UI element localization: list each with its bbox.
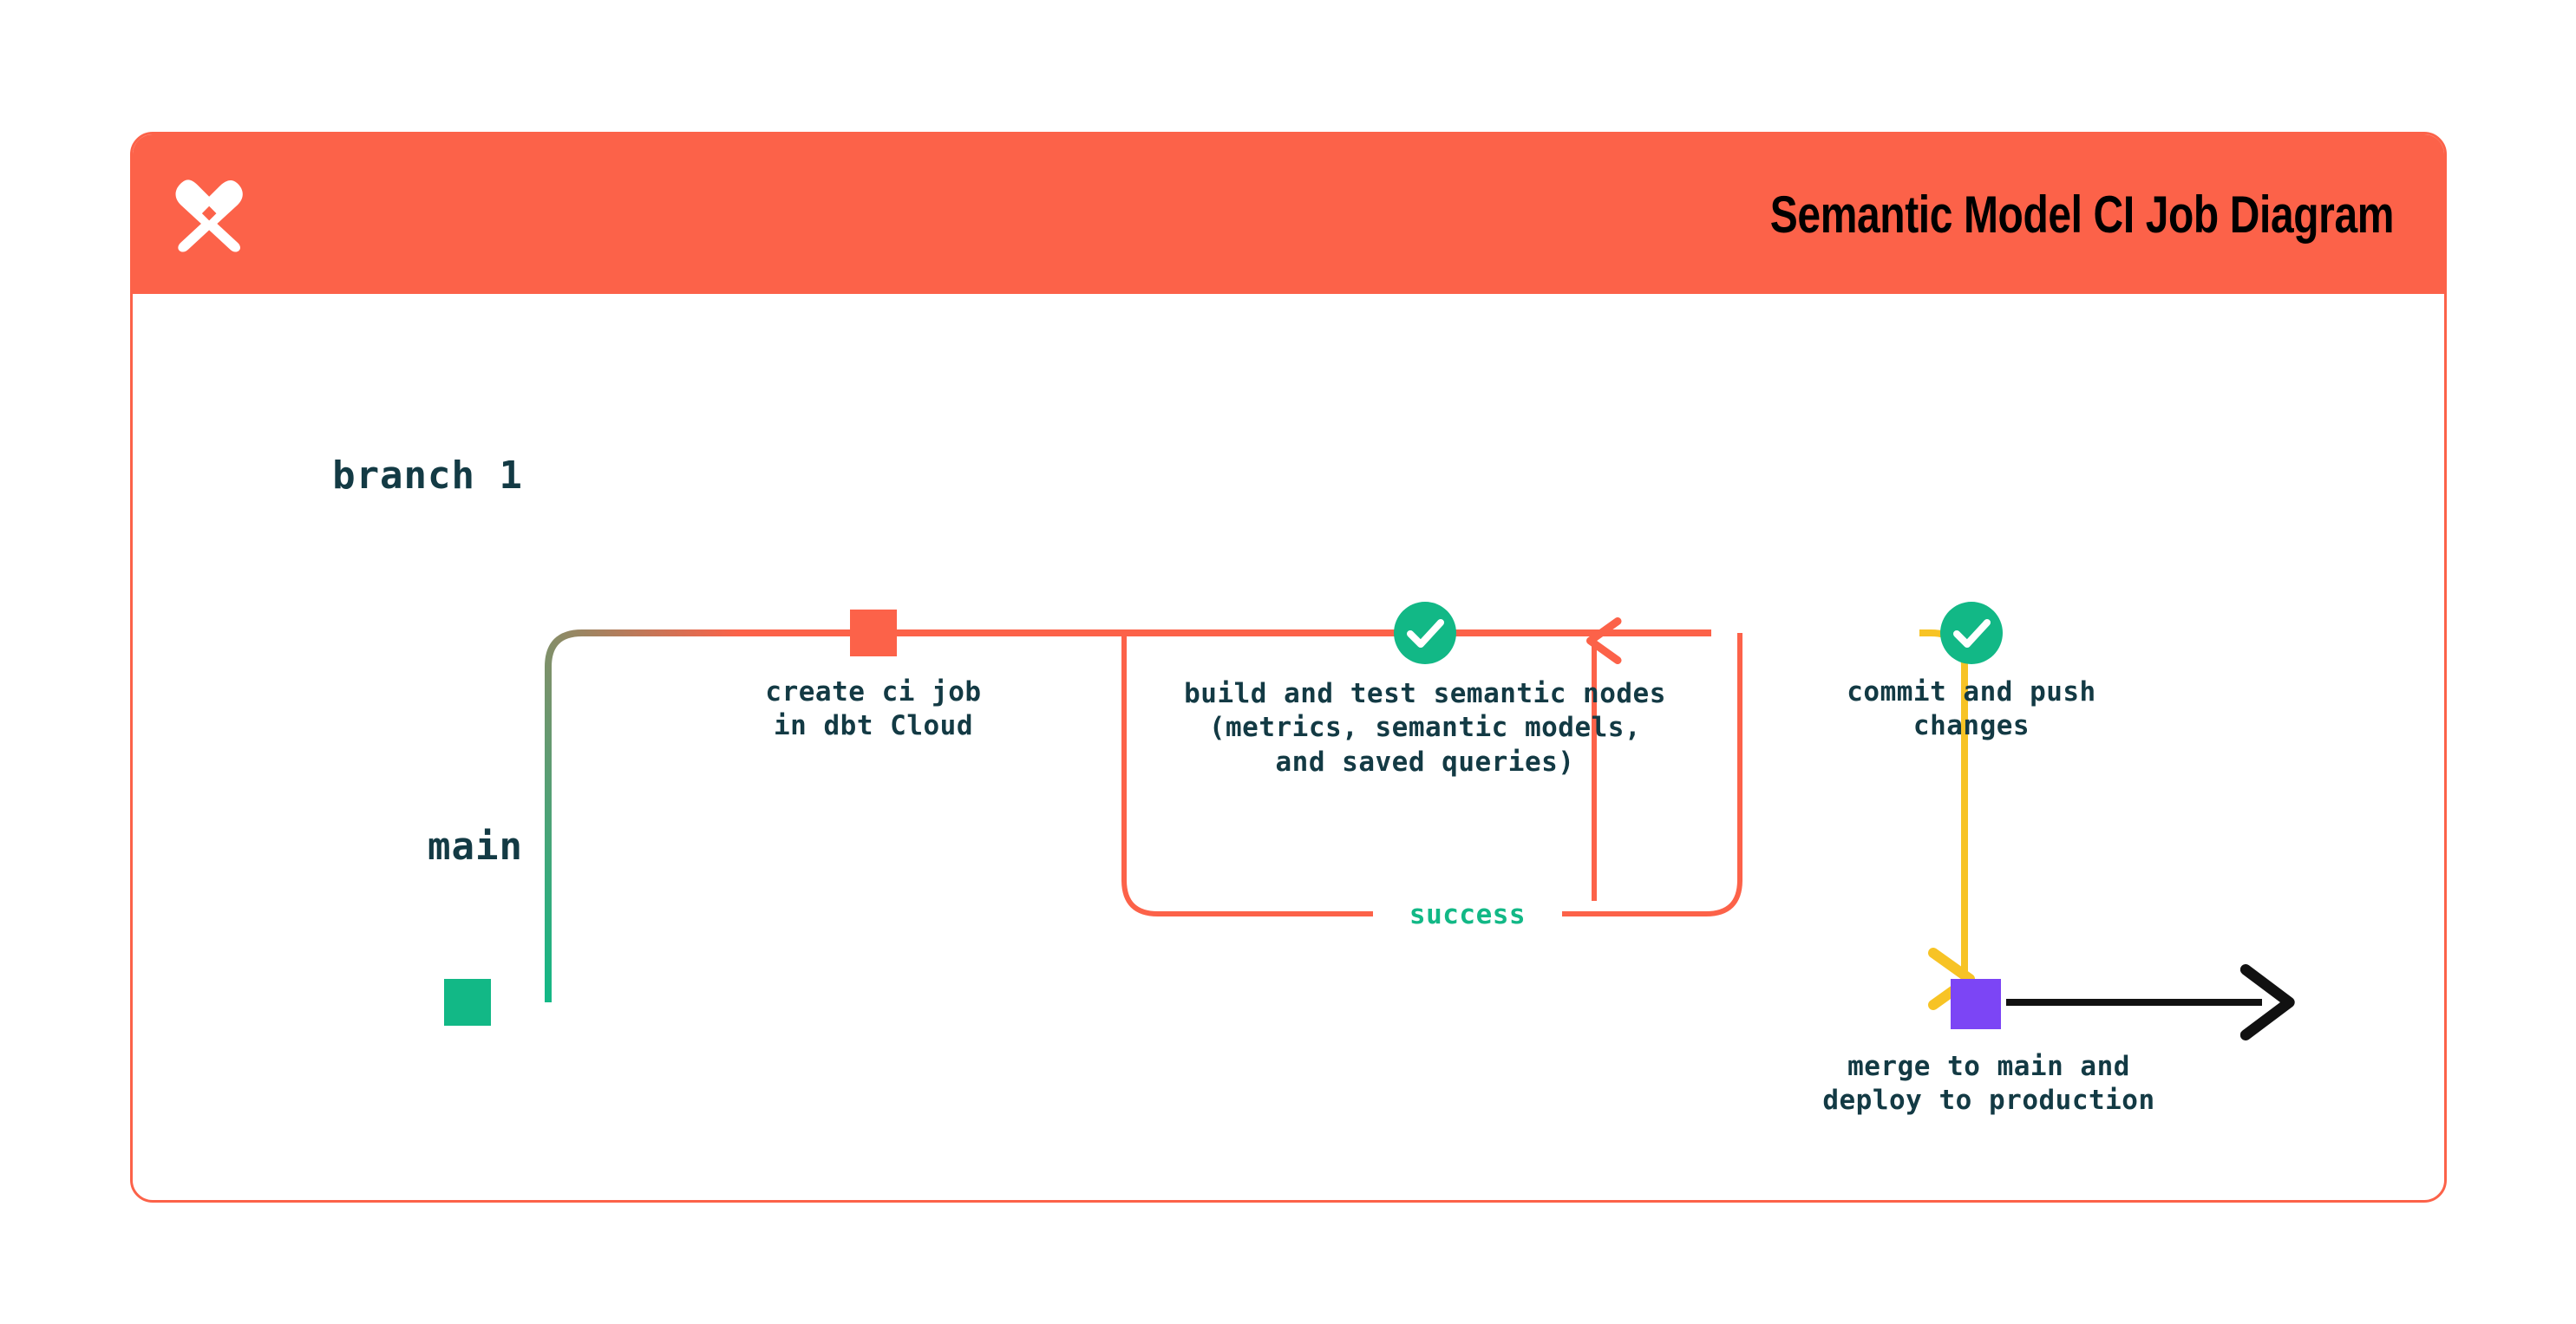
node-marker-build-and-test <box>1394 602 1456 664</box>
loop-left-edge <box>1121 633 1382 916</box>
node-marker-commit-and-push <box>1940 602 2003 664</box>
card-body: main branch 1 create ci job in dbt Cloud… <box>133 294 2444 1203</box>
node-caption-create-ci-job: create ci job in dbt Cloud <box>765 676 982 742</box>
loop-label-success: success <box>1373 898 1562 933</box>
loop-right-edge <box>1529 633 1742 916</box>
page-title: Semantic Model CI Job Diagram <box>1769 185 2395 244</box>
node-caption-commit-and-push: commit and push changes <box>1847 676 2096 742</box>
node-marker-create-ci-job <box>850 610 897 656</box>
node-marker-merge-to-main <box>1951 979 2001 1029</box>
card-header: Semantic Model CI Job Diagram <box>133 134 2444 294</box>
node-caption-merge-to-main: merge to main and deploy to production <box>1822 1051 2155 1117</box>
dbt-x-logo-icon <box>175 179 243 252</box>
node-marker-main-start <box>444 979 491 1026</box>
branch-label-branch-1: branch 1 <box>332 453 523 498</box>
branch-label-main: main <box>428 825 523 869</box>
node-caption-build-and-test: build and test semantic nodes (metrics, … <box>1184 678 1666 778</box>
branch-flow-graphic <box>444 602 2295 1040</box>
diagram-card: Semantic Model CI Job Diagram <box>130 132 2447 1203</box>
branch-1-fork-line <box>545 629 740 1002</box>
